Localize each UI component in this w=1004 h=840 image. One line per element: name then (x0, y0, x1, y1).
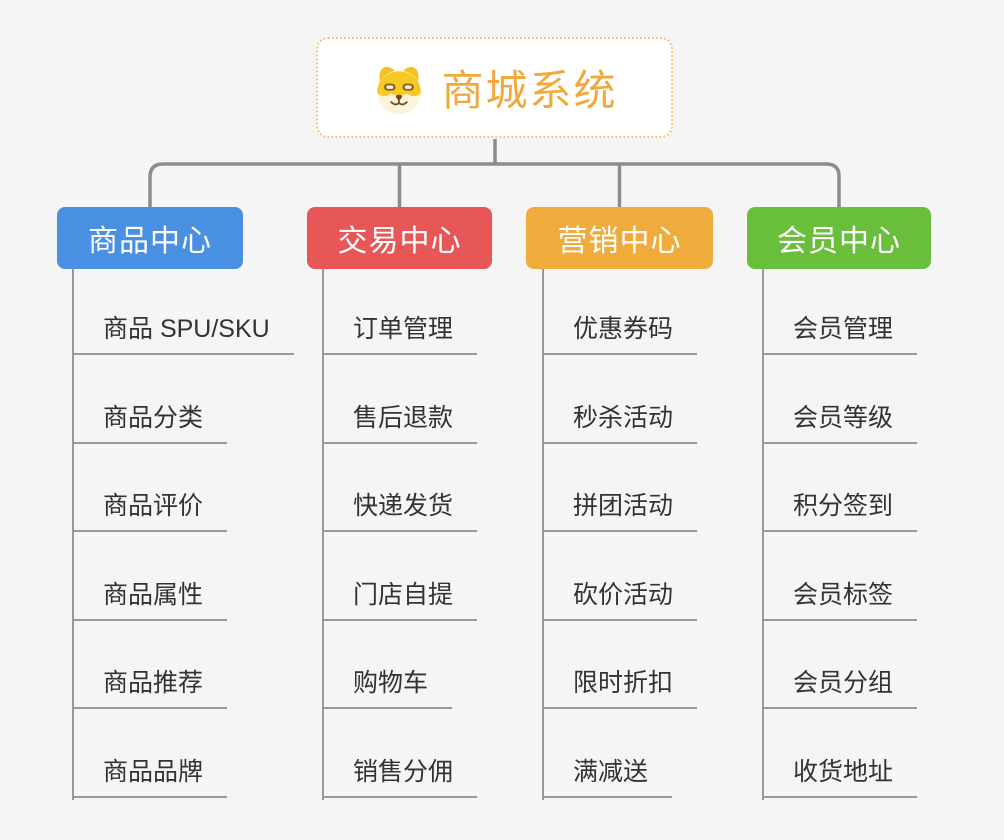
child-node[interactable]: 快递发货 (322, 490, 478, 532)
branch-trunk-line (322, 269, 324, 800)
branch-trunk-line (72, 269, 74, 800)
child-node[interactable]: 销售分佣 (322, 756, 478, 798)
child-node[interactable]: 售后退款 (322, 402, 478, 444)
child-node[interactable]: 会员管理 (762, 313, 918, 355)
child-node[interactable]: 会员分组 (762, 667, 918, 709)
child-node[interactable]: 商品属性 (72, 579, 228, 621)
dog-face-icon (371, 60, 427, 116)
child-node[interactable]: 满减送 (542, 756, 673, 798)
child-node[interactable]: 优惠券码 (542, 313, 698, 355)
branch-node[interactable]: 交易中心 (307, 207, 492, 269)
branch-node-label: 营销中心 (557, 225, 682, 258)
child-node[interactable]: 购物车 (322, 667, 453, 709)
branch-node[interactable]: 会员中心 (747, 207, 931, 269)
branch-node-label: 交易中心 (337, 225, 462, 258)
child-node[interactable]: 收货地址 (762, 756, 918, 798)
child-node[interactable]: 商品品牌 (72, 756, 228, 798)
branch-node-label: 会员中心 (777, 225, 901, 258)
child-node[interactable]: 积分签到 (762, 490, 918, 532)
child-node[interactable]: 商品 SPU/SKU (72, 313, 294, 355)
branch-node-label: 商品中心 (88, 225, 212, 258)
branch-node[interactable]: 商品中心 (57, 207, 243, 269)
child-node[interactable]: 门店自提 (322, 579, 478, 621)
child-node[interactable]: 会员标签 (762, 579, 918, 621)
child-node[interactable]: 会员等级 (762, 402, 918, 444)
branch-trunk-line (542, 269, 544, 800)
child-node[interactable]: 砍价活动 (542, 579, 698, 621)
branch-trunk-line (762, 269, 764, 800)
root-node[interactable]: 商城系统 (316, 37, 673, 138)
child-node[interactable]: 订单管理 (322, 313, 478, 355)
branch-node[interactable]: 营销中心 (526, 207, 713, 269)
child-node[interactable]: 秒杀活动 (542, 402, 698, 444)
root-node-label: 商城系统 (441, 67, 618, 114)
child-node[interactable]: 限时折扣 (542, 667, 698, 709)
child-node[interactable]: 拼团活动 (542, 490, 698, 532)
child-node[interactable]: 商品分类 (72, 402, 228, 444)
child-node[interactable]: 商品推荐 (72, 667, 228, 709)
child-node[interactable]: 商品评价 (72, 490, 228, 532)
